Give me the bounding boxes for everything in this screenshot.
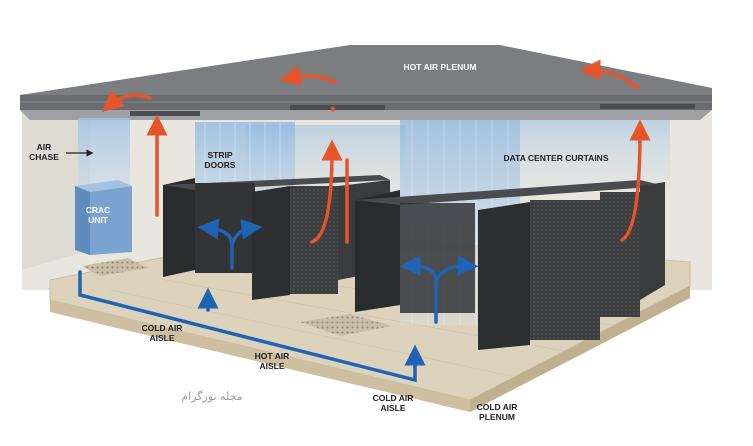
ceiling-front — [20, 95, 712, 110]
cold-air-aisle-label-right-line2: AISLE — [380, 403, 405, 413]
floor-front-edge — [50, 300, 470, 412]
ceiling-grille-2 — [290, 105, 385, 110]
cold-air-arrows — [78, 218, 479, 383]
floor-vent-left — [82, 258, 148, 276]
left-wall — [22, 112, 90, 270]
cold-air-aisle-label-left-line1: COLD AIR — [142, 323, 183, 333]
hot-air-arrows — [101, 59, 651, 244]
hot-air-aisle-label-line2: AISLE — [259, 361, 284, 371]
floor-right-edge — [470, 286, 690, 412]
strip-doors-label-line1: STRIP — [207, 150, 232, 160]
crac-unit-label-line1: CRAC — [86, 205, 111, 215]
ceiling-grille-1 — [130, 111, 200, 116]
cold-air-plenum-label-line1: COLD AIR — [477, 402, 518, 412]
hot-air-aisle-label-line1: HOT AIR — [255, 351, 290, 361]
rack-row-right — [355, 180, 665, 350]
air-chase-label-line1: AIR — [37, 142, 52, 152]
strip-doors-label-line2: DOORS — [204, 160, 236, 170]
data-center-curtains-label: DATA CENTER CURTAINS — [504, 153, 609, 163]
ceiling-top — [20, 45, 712, 110]
cold-air-aisle-label-right-line1: COLD AIR — [373, 393, 414, 403]
ceiling-grille-3 — [600, 104, 695, 109]
hot-air-plenum-label: HOT AIR PLENUM — [404, 62, 477, 72]
cold-air-aisle-label-left-line2: AISLE — [149, 333, 174, 343]
floor-vent-center — [300, 314, 392, 336]
air-chase-label-line2: CHASE — [29, 152, 59, 162]
crac-unit-label-line2: UNIT — [88, 215, 109, 225]
crac-unit — [75, 180, 132, 255]
watermark: مجله نورگرام — [181, 390, 242, 403]
cold-air-plenum-label-line2: PLENUM — [479, 412, 515, 422]
